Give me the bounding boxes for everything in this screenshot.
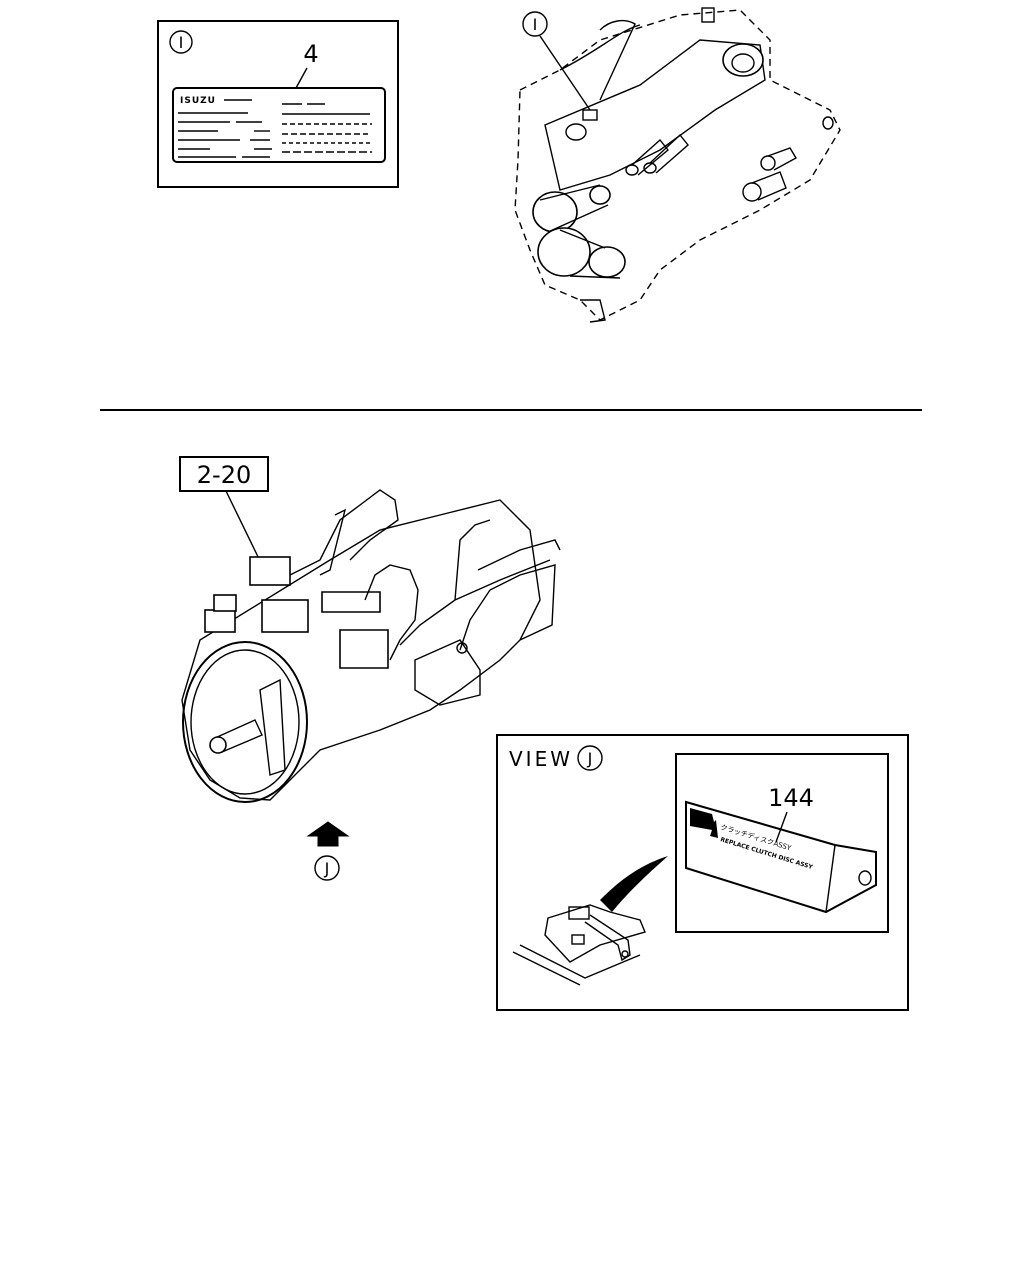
transmission-illustration: 2-20 xyxy=(179,456,561,881)
view-title: VIEW xyxy=(509,747,573,771)
transmission-housing xyxy=(181,499,541,801)
transmission-ref-box xyxy=(179,456,269,492)
filler-cap xyxy=(722,43,764,77)
release-fork xyxy=(259,678,286,776)
clutch-label-plate: クラッチディスクASSY REPLACE CLUTCH DISC ASSY xyxy=(685,800,877,914)
name-plate-detail: I 4 ISUZU xyxy=(157,20,399,188)
plate-text-lines xyxy=(178,99,372,158)
engine-illustration: I xyxy=(514,7,841,323)
transmission-ref: 2-20 xyxy=(197,461,251,489)
view-title-marker-circle xyxy=(577,745,603,771)
mount-hole xyxy=(858,870,872,886)
view-marker-circle xyxy=(169,30,193,54)
view-direction-arrow xyxy=(306,821,350,847)
label-part-number: 144 xyxy=(768,784,814,812)
bell-housing xyxy=(182,641,308,803)
external-pipes xyxy=(364,519,561,661)
view-j-frame xyxy=(496,734,909,1011)
plate-leader-line xyxy=(295,67,308,89)
view-arrow-marker-circle xyxy=(314,855,340,881)
engine-label-location xyxy=(582,109,598,121)
zoom-callout-wedge xyxy=(600,856,668,912)
name-plate xyxy=(172,87,386,163)
plate-brand: ISUZU xyxy=(180,96,216,106)
oil-port xyxy=(565,123,587,141)
side-ports xyxy=(625,116,834,202)
cylinder-head xyxy=(544,39,766,191)
transmission-ref-leader xyxy=(225,490,263,566)
label-location-sketch xyxy=(512,856,668,986)
plate-part-number: 4 xyxy=(303,40,318,68)
engine-view-marker-circle xyxy=(522,11,548,37)
engine-phantom-outline xyxy=(514,9,841,321)
view-marker-top: I xyxy=(179,33,184,52)
front-pulleys xyxy=(532,184,626,323)
engine-view-marker: I xyxy=(533,15,538,34)
top-stud xyxy=(701,7,715,23)
pipe-upper xyxy=(599,19,636,101)
shift-rod xyxy=(319,508,347,576)
label-arrow-icon xyxy=(690,808,718,838)
bracket xyxy=(414,639,481,706)
label-detail-frame xyxy=(675,753,889,933)
plate-detail-frame xyxy=(157,20,399,188)
label-leader-line xyxy=(775,811,788,843)
engine-marker-leader xyxy=(539,35,591,111)
view-j-panel: VIEW J 144 クラッチディスクASSY REPLACE CLUTCH D… xyxy=(496,734,909,1011)
view-arrow-marker: J xyxy=(324,859,330,878)
view-title-marker: J xyxy=(587,749,593,768)
shift-lever-base xyxy=(289,489,399,576)
